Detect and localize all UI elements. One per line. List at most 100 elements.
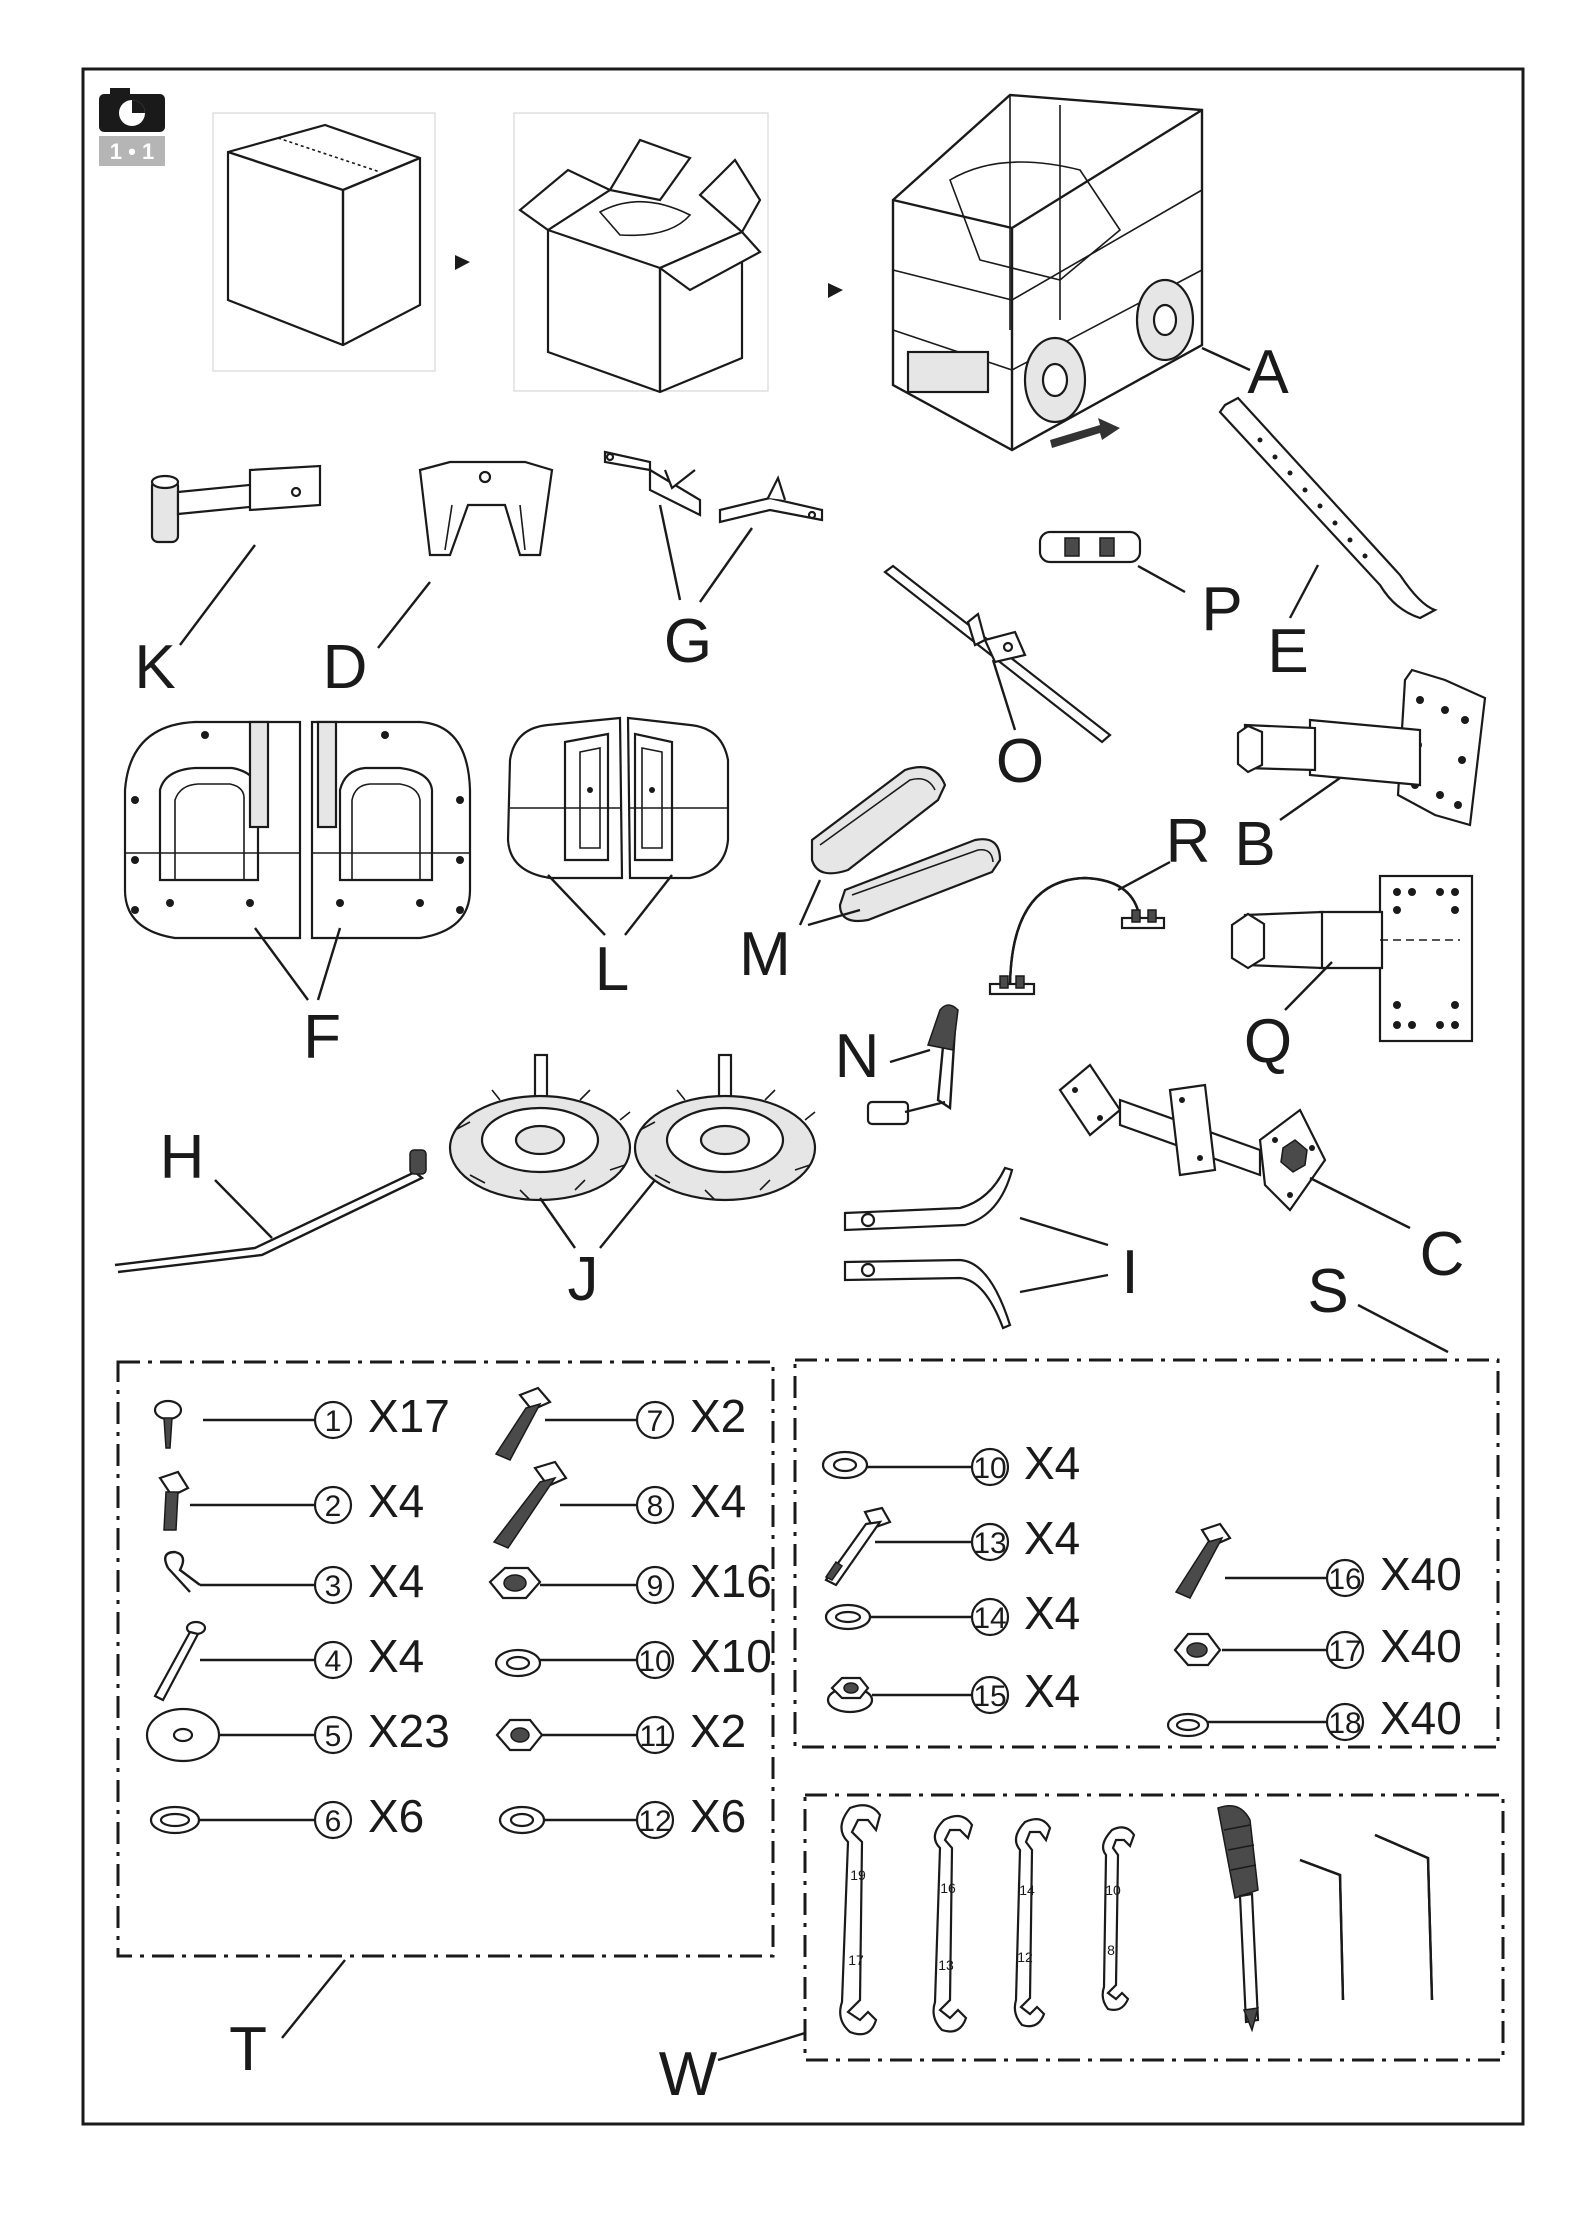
hardware-row-8: 8 X4 [494,1462,746,1548]
label-E: E [1267,617,1308,686]
hw-num: 11 [639,1720,670,1753]
label-I: I [1121,1238,1138,1307]
label-S: S [1307,1257,1348,1326]
spring-washer-icon [151,1807,199,1833]
label-J: J [568,1245,599,1314]
hex-key-large-icon [1375,1835,1432,2000]
spring-washer-icon [1168,1714,1208,1736]
hw-num: 15 [973,1680,1006,1713]
part-J-wheels [450,1055,815,1200]
label-N: N [835,1022,880,1091]
label-K: K [134,633,175,702]
wrench-4: 10 8 [1103,1827,1134,2009]
part-A-tiller-in-crate [893,95,1202,450]
hw-num: 4 [325,1645,342,1678]
hw-num: 10 [638,1645,671,1678]
hex-bolt-icon [1176,1524,1230,1598]
flat-washer-icon [496,1650,540,1676]
hardware-S-row-1: 10 X4 [823,1437,1080,1489]
label-Q: Q [1244,1007,1292,1076]
flat-washer-icon [823,1452,867,1478]
hw-num: 13 [973,1527,1006,1560]
label-D: D [323,633,368,702]
step-badge: 1 • 1 [99,88,165,166]
wrench-1: 19 17 [840,1805,880,2034]
hardware-S-row-4: 15 X4 [828,1665,1080,1717]
part-G-brackets [605,452,822,522]
hw-num: 18 [1328,1707,1361,1740]
hw-qty: X6 [690,1790,746,1842]
hw-qty: X4 [1024,1437,1080,1489]
long-hex-bolt-icon [494,1462,566,1548]
hw-qty: X4 [368,1555,424,1607]
hw-num: 10 [973,1452,1006,1485]
hardware-row-4: 4 X4 [155,1622,424,1700]
label-P: P [1201,575,1242,644]
hw-num: 16 [1328,1563,1361,1596]
clevis-pin-icon [155,1622,205,1700]
hw-num: 7 [647,1405,664,1438]
camera-icon [99,88,165,132]
hw-num: 3 [325,1570,342,1603]
hw-qty: X40 [1380,1620,1462,1672]
hw-num: 9 [647,1570,664,1603]
step-label: 1 • 1 [110,139,154,164]
wrench-size-bottom: 17 [848,1952,864,1968]
part-K-bracket [152,466,320,542]
hardware-row-1: 1 X17 [155,1390,450,1448]
label-H: H [160,1123,205,1192]
hw-qty: X4 [1024,1512,1080,1564]
arrow-right-icon [828,283,843,298]
hardware-row-11: 11 X2 [497,1705,746,1757]
label-M: M [739,920,791,989]
flange-nut-icon [828,1678,872,1712]
hex-bolt-icon [496,1388,550,1460]
label-L: L [595,935,629,1004]
hw-qty: X17 [368,1390,450,1442]
hardware-row-2: 2 X4 [160,1472,424,1530]
part-B-hex-shaft-flange [1238,670,1485,825]
hardware-S-row-7: 18 X40 [1168,1692,1462,1744]
hw-qty: X6 [368,1790,424,1842]
wrench-size-top: 14 [1019,1882,1035,1898]
hardware-row-6: 6 X6 [151,1790,424,1842]
hw-num: 17 [1328,1635,1361,1668]
part-P-clamp [1040,532,1140,562]
hw-num: 6 [325,1805,342,1838]
hardware-row-12: 12 X6 [500,1790,746,1842]
hw-qty: X4 [1024,1587,1080,1639]
label-B: B [1234,810,1275,879]
hw-qty: X10 [690,1630,772,1682]
hardware-S-row-6: 17 X40 [1175,1620,1462,1672]
part-C-axle-bracket [1060,1065,1325,1210]
wrench-size-top: 16 [940,1880,956,1896]
hardware-S-row-5: 16 X40 [1176,1524,1462,1600]
hw-qty: X40 [1380,1692,1462,1744]
hex-key-small-icon [1300,1860,1343,2000]
button-head-screw-icon [155,1401,181,1448]
hw-num: 1 [325,1405,342,1438]
large-flat-washer-icon [147,1709,219,1761]
lock-nut-icon [497,1720,542,1750]
open-box-illustration [514,113,768,392]
hw-qty: X4 [690,1475,746,1527]
hw-qty: X4 [368,1475,424,1527]
hw-num: 2 [325,1490,342,1523]
hw-qty: X2 [690,1390,746,1442]
hw-num: 14 [973,1602,1006,1635]
hw-num: 12 [638,1805,671,1838]
wrench-size-top: 19 [850,1867,866,1883]
label-W: W [659,2040,718,2109]
hw-qty: X2 [690,1705,746,1757]
hw-qty: X16 [690,1555,772,1607]
hardware-S-row-3: 14 X4 [826,1587,1080,1639]
screwdriver-icon [1218,1806,1258,2030]
hw-qty: X4 [1024,1665,1080,1717]
label-A: A [1247,338,1289,407]
hw-qty: X23 [368,1705,450,1757]
closed-box-illustration [213,113,435,371]
label-F: F [303,1003,341,1072]
hw-num: 8 [647,1490,664,1523]
hardware-row-10: 10 X10 [496,1630,772,1682]
part-D-cover [420,462,552,555]
